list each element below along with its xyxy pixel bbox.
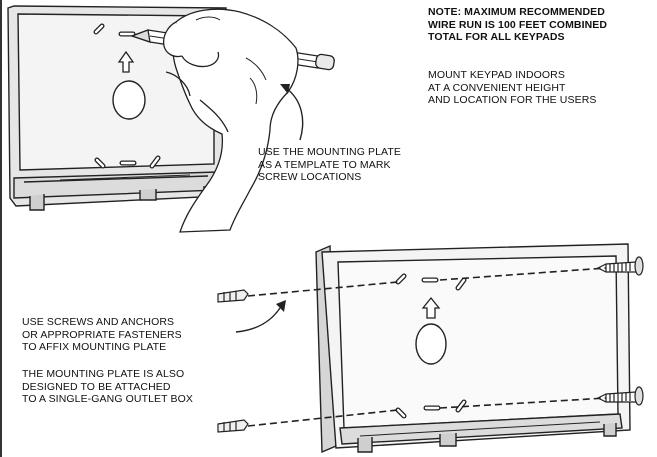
caption-line: USE SCREWS AND ANCHORS: [22, 316, 175, 328]
screw-icon: [596, 386, 644, 406]
hand-with-pencil: [130, 8, 335, 233]
caption-line: AS A TEMPLATE TO MARK: [258, 158, 391, 171]
mount-line: MOUNT KEYPAD INDOORS: [428, 69, 565, 81]
caption-line: DESIGNED TO BE ATTACHED: [22, 380, 171, 393]
mounting-plate-top: [7, 5, 227, 211]
screws-caption: USE SCREWS AND ANCHORS OR APPROPRIATE FA…: [22, 316, 182, 354]
wire-run-note: NOTE: MAXIMUM RECOMMENDED WIRE RUN IS 10…: [428, 6, 607, 44]
mount-indoors-text: MOUNT KEYPAD INDOORS AT A CONVENIENT HEI…: [428, 69, 596, 107]
up-arrow-icon: [117, 50, 135, 73]
note-line: WIRE RUN IS 100 FEET COMBINED: [428, 18, 608, 31]
note-line: NOTE: MAXIMUM RECOMMENDED: [428, 6, 605, 18]
outlet-box-caption: THE MOUNTING PLATE IS ALSO DESIGNED TO B…: [22, 368, 193, 406]
caption-line: SCREW LOCATIONS: [258, 171, 362, 183]
caption-line: THE MOUNTING PLATE IS ALSO: [22, 368, 185, 380]
caption-line: TO A SINGLE-GANG OUTLET BOX: [22, 393, 193, 405]
note-line: TOTAL FOR ALL KEYPADS: [428, 31, 565, 43]
template-caption: USE THE MOUNTING PLATE AS A TEMPLATE TO …: [258, 146, 401, 184]
screw-icon: [596, 256, 644, 276]
pointer-arrow-top: [285, 87, 304, 141]
anchor-icon: [217, 289, 249, 303]
up-arrow-icon: [421, 296, 441, 319]
mounting-plate-bottom: [315, 243, 631, 454]
mount-line: AND LOCATION FOR THE USERS: [428, 94, 597, 106]
anchor-icon: [217, 419, 249, 433]
mount-line: AT A CONVENIENT HEIGHT: [428, 81, 566, 94]
caption-line: OR APPROPRIATE FASTENERS: [22, 328, 182, 341]
caption-line: TO AFFIX MOUNTING PLATE: [22, 341, 167, 353]
dashed-guide-lines: [247, 267, 607, 427]
pointer-arrow-bottom: [235, 307, 281, 333]
caption-line: USE THE MOUNTING PLATE: [258, 146, 401, 158]
